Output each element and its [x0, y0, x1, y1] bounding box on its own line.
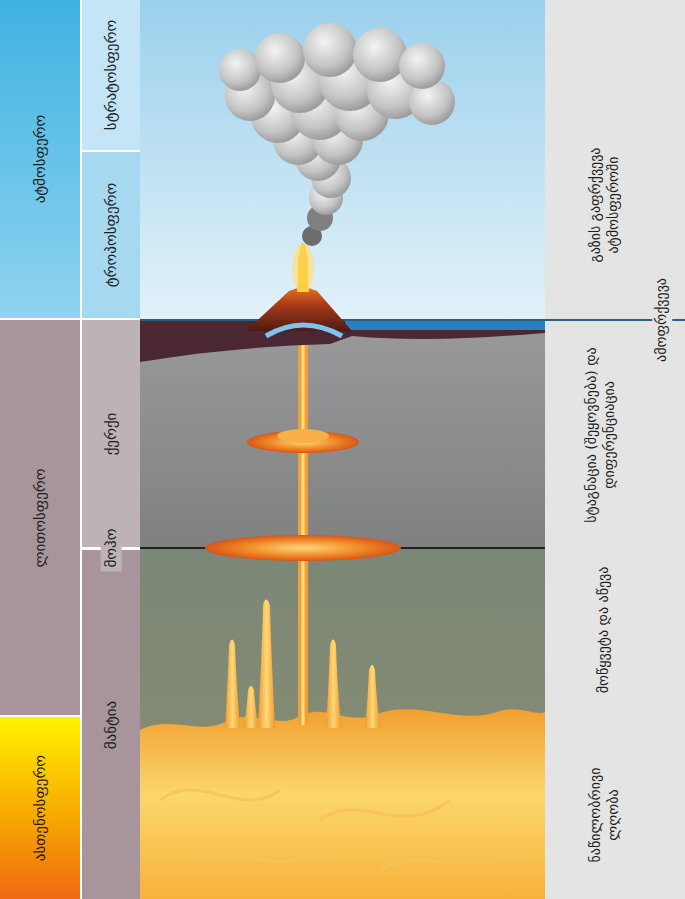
- process-label: ნაწილობრივი ლღობა: [587, 743, 622, 888]
- eruption-glow: [292, 244, 314, 292]
- layer-name: ასთენოსფერო: [31, 755, 49, 861]
- magma-diapir: [326, 640, 341, 729]
- layer-name: ტროპოსფერო: [102, 183, 120, 288]
- water-lens: [266, 325, 342, 336]
- layer-band: ტროპოსფერო: [82, 152, 140, 318]
- crust-layer: [140, 320, 545, 548]
- layer-band: სტრატოსფერო: [82, 0, 140, 150]
- boundary-label: მოჰო: [101, 524, 122, 571]
- process-label: სტაგნაცია (შეყოვნება) და დიფერენციაცია: [583, 328, 618, 543]
- sky: [140, 0, 545, 320]
- layer-band: ატმოსფერო: [0, 0, 80, 318]
- earth-surface-line: [140, 319, 685, 321]
- sea: [345, 321, 545, 330]
- layer-band: ქერქი: [82, 320, 140, 547]
- magma-chamber: [205, 535, 401, 561]
- layer-name: ქერქი: [102, 412, 120, 455]
- magma-diapir: [225, 640, 240, 729]
- layer-name: მანტია: [102, 700, 120, 749]
- caption-panel: [545, 0, 685, 899]
- melt-streaks: [160, 790, 520, 870]
- ash-cloud: [219, 23, 455, 246]
- layer-band: მანტია: [82, 550, 140, 899]
- magma-diapir: [365, 665, 380, 728]
- partial-melt-zone: [140, 709, 545, 899]
- process-label: გაზის გაფრქვევა ატმოსფეროში: [587, 123, 622, 288]
- magma-chamber-top: [277, 429, 329, 443]
- process-label: ამოფრქვევა: [652, 274, 672, 366]
- magma-diapir: [244, 686, 258, 728]
- layer-name: ატმოსფერო: [31, 115, 49, 204]
- process-label: მოწყვეტა და აწევა: [595, 560, 613, 700]
- layer-name: სტრატოსფერო: [102, 20, 120, 130]
- mantle-layer: [140, 548, 545, 899]
- layer-band: ლითოსფერო: [0, 320, 80, 715]
- eruption-jet: [297, 243, 309, 292]
- layer-name: ლითოსფერო: [31, 468, 49, 567]
- layer-band: ასთენოსფერო: [0, 717, 80, 899]
- magma-diapir: [258, 600, 275, 729]
